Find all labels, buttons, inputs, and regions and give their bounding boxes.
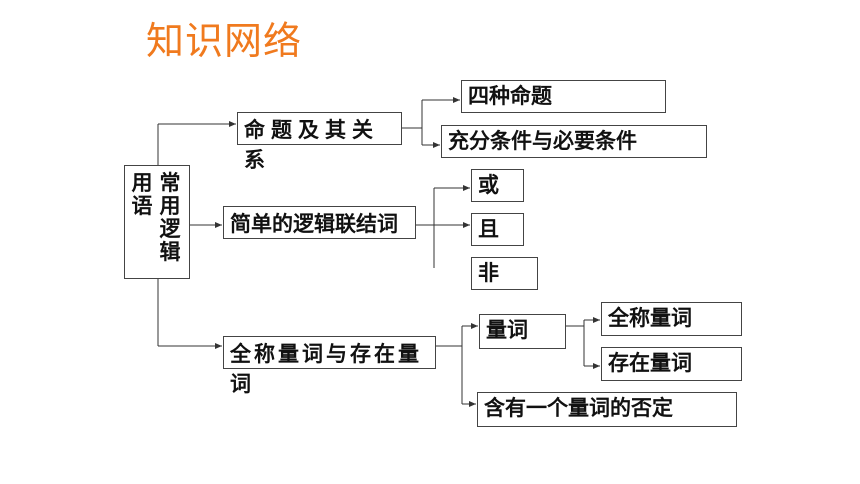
branch-node-propositions: 命题及其关系 bbox=[237, 112, 402, 172]
node-and: 且 bbox=[471, 213, 524, 246]
root-label-col1: 常用逻辑 bbox=[159, 171, 181, 264]
node-negation-of-quantifier: 含有一个量词的否定 bbox=[477, 392, 737, 427]
root-label-col2: 用语 bbox=[131, 171, 153, 218]
node-quantifier: 量词 bbox=[479, 314, 566, 349]
node-or: 或 bbox=[471, 169, 524, 202]
root-node bbox=[124, 165, 190, 279]
node-not: 非 bbox=[471, 257, 538, 290]
node-existential-quantifier: 存在量词 bbox=[601, 347, 742, 381]
node-universal-quantifier: 全称量词 bbox=[601, 302, 742, 336]
branch-node-quantifiers: 全称量词与存在量词 bbox=[223, 336, 436, 396]
branch-node-connectives: 简单的逻辑联结词 bbox=[223, 206, 416, 239]
page-title: 知识网络 bbox=[146, 19, 303, 63]
node-four-propositions: 四种命题 bbox=[461, 80, 666, 113]
node-sufficient-necessary: 充分条件与必要条件 bbox=[441, 125, 707, 158]
